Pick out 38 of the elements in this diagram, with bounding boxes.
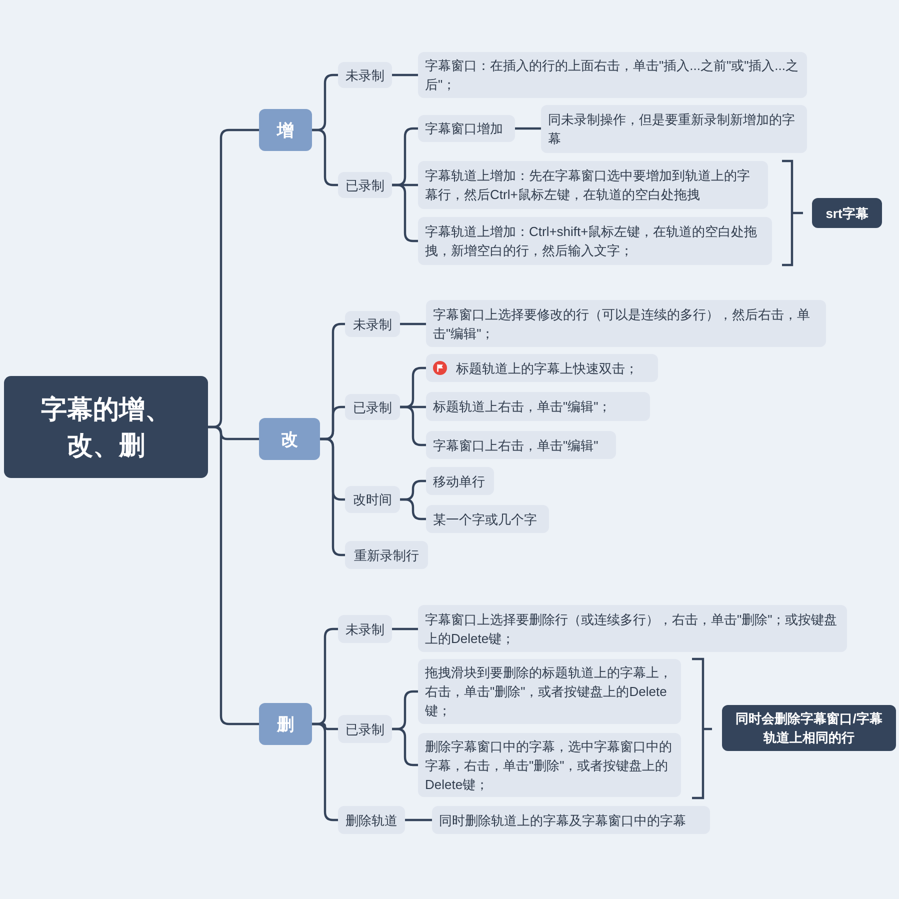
connector-line [392,74,418,76]
subtopic-box: 删除轨道 [338,806,405,834]
detail-box: 字幕窗口增加 [418,115,515,142]
detail-box: 标题轨道上右击，单击"编辑"； [426,392,650,421]
detail-box: 某一个字或几个字 [426,505,549,533]
subtopic-box: 已录制 [338,715,392,743]
subtopic-box: 已录制 [338,172,392,198]
detail-box [426,354,658,382]
subtopic-box: 重新录制行 [345,541,428,569]
subtopic-box: 改时间 [345,486,400,513]
main-topic-box: 增 [259,109,312,151]
detail-text: 标题轨道上的字幕上快速双击； [456,360,638,378]
connector-line [400,322,426,326]
detail-box: 拖拽滑块到要删除的标题轨道上的字幕上，右击，单击"删除"，或者按键盘上的Delete键； [418,659,681,724]
detail-box: 字幕窗口上选择要修改的行（可以是连续的多行），然后右击，单击"编辑"； [426,300,826,347]
main-topic-box: 删 [259,703,312,745]
detail-box: 同时删除轨道上的字幕及字幕窗口中的字幕 [432,806,710,834]
connector-line [208,426,259,726]
detail-box: 字幕轨道上增加：先在字幕窗口选中要增加到轨道上的字幕行，然后Ctrl+鼠标左键，在轨道的空白处拖拽 [418,161,768,209]
root-topic-box: 字幕的增、改、删 [4,376,208,478]
connector-line [515,127,541,130]
connector-line [405,818,432,822]
subtopic-box: 未录制 [338,62,392,88]
connector-line [320,438,345,556]
subtopic-box: 未录制 [345,311,400,337]
detail-box: 字幕窗口上右击，单击"编辑" [426,431,616,459]
summary-box: 同时会删除字幕窗口/字幕轨道上相同的行 [722,705,896,751]
subtopic-box: 未录制 [338,615,392,643]
detail-box: 字幕窗口上选择要删除行（或连续多行），右击，单击"删除"；或按键盘上的Delete键； [418,605,847,652]
connector-line [392,628,418,630]
detail-box: 字幕轨道上增加：Ctrl+shift+鼠标左键，在轨道的空白处拖拽，新增空白的行，然后输入文字； [418,217,772,265]
detail-box: 字幕窗口：在插入的行的上面右击，单击"插入...之前"或"插入...之后"； [418,52,807,98]
subtopic-box: 已录制 [345,394,400,420]
main-topic-box: 改 [259,418,320,460]
summary-box: srt字幕 [812,198,882,228]
detail-box: 同未录制操作，但是要重新录制新增加的字幕 [541,105,807,153]
detail-box: 移动单行 [426,467,494,495]
detail-box: 删除字幕窗口中的字幕，选中字幕窗口中的字幕，右击，单击"删除"，或者按键盘上的Delete键； [418,733,681,797]
